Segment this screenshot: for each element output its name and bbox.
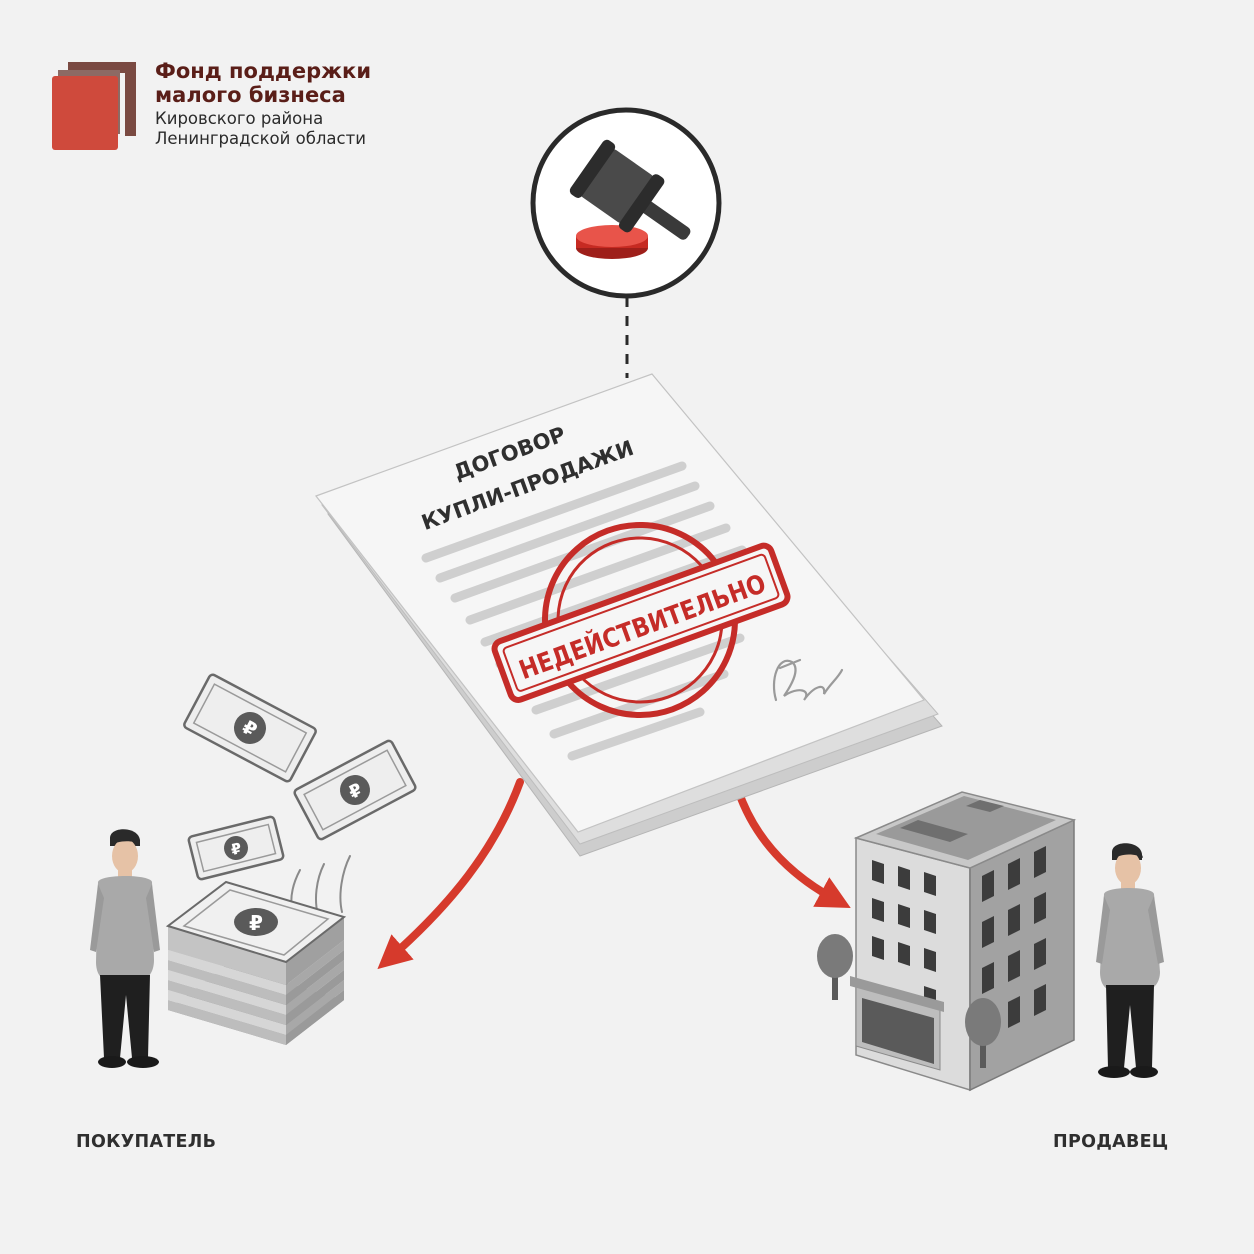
tree-icon <box>965 998 1001 1068</box>
banknote-icon: ₽ <box>183 673 317 783</box>
signature-icon <box>772 658 844 702</box>
logo-sub-line2: Ленинградской области <box>155 129 366 149</box>
logo-title-line2: малого бизнеса <box>155 82 346 107</box>
logo-mark-icon <box>52 62 136 150</box>
logo-text: Фонд поддержки малого бизнеса Кировского… <box>155 59 372 150</box>
money-stack-icon: ₽ <box>165 880 347 1045</box>
logo-sub-line1: Кировского района <box>155 109 324 129</box>
arrow-to-seller <box>734 786 851 909</box>
tree-icon <box>817 934 853 1000</box>
ruble-sign: ₽ <box>249 911 263 935</box>
seller-person-icon <box>1096 843 1164 1078</box>
ruble-sign: ₽ <box>229 839 243 859</box>
buyer-label: ПОКУПАТЕЛЬ <box>76 1132 217 1152</box>
buyer-person-icon <box>90 829 160 1068</box>
arrow-to-buyer <box>377 778 524 970</box>
seller-label: ПРОДАВЕЦ <box>1053 1132 1169 1152</box>
contract-document: ДОГОВОР КУПЛИ-ПРОДАЖИ НЕДЕЙСТВИТЕЛЬНО <box>315 373 943 857</box>
banknote-icon: ₽ <box>187 815 285 881</box>
banknote-icon: ₽ <box>293 739 417 841</box>
building-icon <box>817 791 1077 1092</box>
logo-title-line1: Фонд поддержки <box>155 59 372 83</box>
gavel-icon <box>530 107 722 299</box>
